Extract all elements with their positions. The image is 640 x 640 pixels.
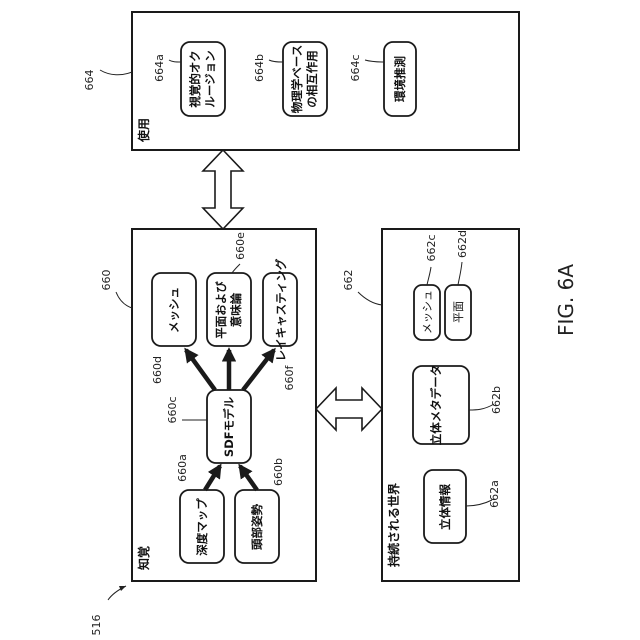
planes-semantics-ref: 660e bbox=[234, 232, 247, 260]
raycasting-label: レイキャスティング bbox=[274, 258, 288, 361]
system-ref-arrowhead bbox=[119, 586, 126, 591]
head-pose-label: 頭部姿勢 bbox=[250, 504, 264, 550]
visual-occlusion-line-1: 視覚的オク bbox=[188, 50, 202, 108]
persisted-world-ref-lead bbox=[358, 292, 382, 305]
volume-metadata-label: 立体メタデータ bbox=[429, 365, 443, 446]
perception-ref-lead bbox=[116, 292, 132, 308]
persisted-world-ref: 662 bbox=[342, 270, 355, 291]
world-plane-label: 平面 bbox=[452, 301, 465, 323]
perception-box: 知覚 660 メッシュ 660d 平面および 意味論 660e レイキャスティン… bbox=[100, 229, 316, 581]
sdf-model-ref: 660c bbox=[166, 396, 179, 423]
system-reference: 516 bbox=[90, 586, 126, 636]
physics-interaction-ref: 664b bbox=[253, 54, 266, 82]
physics-interaction-line-2: の相互作用 bbox=[305, 50, 319, 108]
usage-ref-lead bbox=[100, 70, 132, 75]
perception-world-double-arrow bbox=[316, 388, 382, 430]
environment-inference-ref: 664c bbox=[349, 54, 362, 81]
volume-info-label: 立体情報 bbox=[438, 484, 452, 530]
mesh-label: メッシュ bbox=[167, 287, 181, 333]
usage-title: 使用 bbox=[136, 118, 151, 143]
system-ref-label: 516 bbox=[90, 615, 103, 636]
head-pose-ref: 660b bbox=[272, 458, 285, 486]
raycasting-ref: 660f bbox=[283, 364, 296, 390]
physics-interaction-line-1: 物理学ベース bbox=[290, 45, 304, 113]
visual-occlusion-line-2: ルージョン bbox=[203, 50, 217, 107]
volume-metadata-ref: 662b bbox=[490, 386, 503, 414]
usage-perception-double-arrow bbox=[203, 150, 243, 229]
volume-info-ref: 662a bbox=[488, 480, 501, 508]
world-mesh-label: メッシュ bbox=[421, 290, 434, 334]
perception-title: 知覚 bbox=[136, 546, 151, 571]
usage-box: 使用 664 視覚的オク ルージョン 664a 物理学ベース の相互作用 664… bbox=[83, 12, 519, 150]
planes-semantics-line-1: 平面および bbox=[214, 281, 228, 339]
world-mesh-ref: 662c bbox=[425, 234, 438, 261]
world-plane-ref: 662d bbox=[456, 230, 469, 258]
planes-semantics-line-2: 意味論 bbox=[229, 292, 243, 327]
environment-inference-label: 環境推測 bbox=[393, 56, 407, 102]
figure-label: FIG. 6A bbox=[554, 264, 578, 336]
mesh-ref: 660d bbox=[151, 356, 164, 384]
perception-ref: 660 bbox=[100, 270, 113, 291]
usage-ref: 664 bbox=[83, 70, 96, 91]
depth-map-label: 深度マップ bbox=[195, 498, 209, 556]
depth-map-ref: 660a bbox=[176, 454, 189, 482]
visual-occlusion-ref: 664a bbox=[153, 54, 166, 82]
persisted-world-title: 持続される世界 bbox=[386, 483, 401, 567]
sdf-model-label: SDFモデル bbox=[222, 396, 236, 457]
